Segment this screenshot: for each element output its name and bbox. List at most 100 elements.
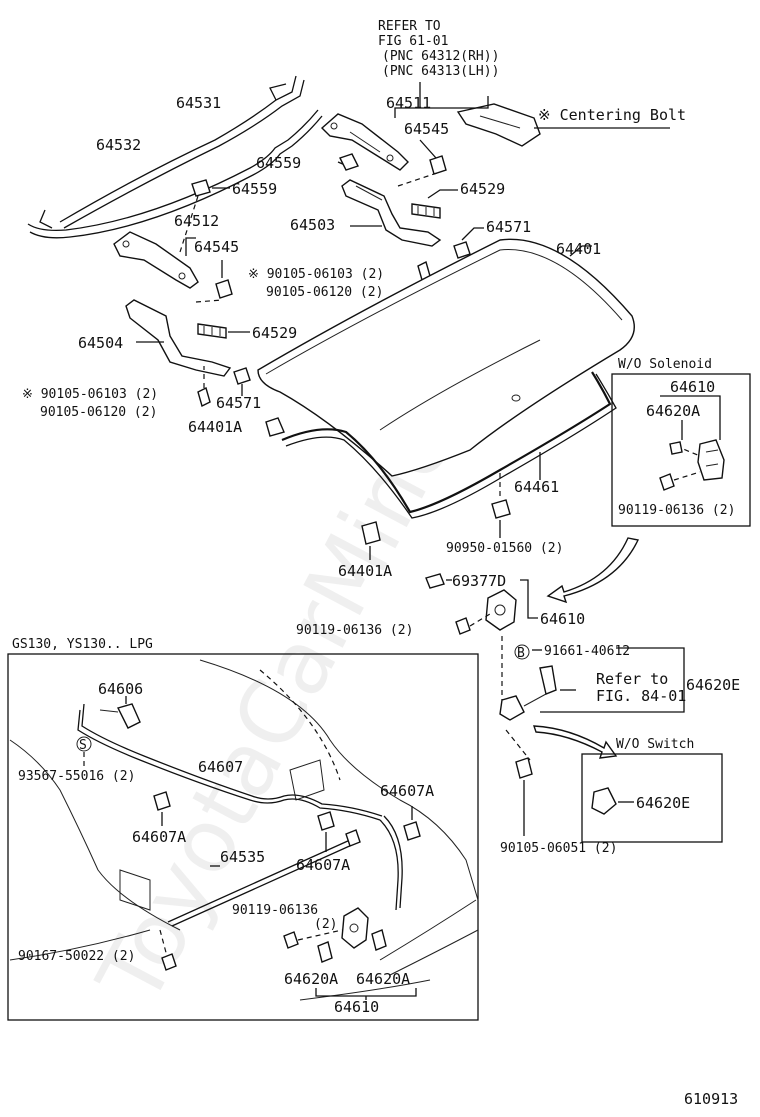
label-64559b: 64559: [232, 180, 277, 198]
nut-64545a: [429, 155, 447, 175]
label-64620e1: 64620E: [686, 676, 740, 694]
label-64620a2: 64620A: [284, 970, 338, 988]
refer-note-line1: REFER TO: [378, 19, 441, 34]
label-64401a1: 64401A: [188, 418, 242, 436]
label-90119-06136a: 90119-06136 (2): [618, 503, 735, 518]
lock-solenoid-64610a: [669, 439, 725, 481]
clamp-64607a2: [403, 821, 421, 841]
bracket-64610c: [315, 988, 417, 997]
bolt-64559a: [339, 153, 359, 171]
dash-64545a: [397, 171, 441, 187]
lock-switch-64620e: [499, 665, 557, 721]
label-64504: 64504: [78, 334, 123, 352]
clamp-64607a3: [317, 811, 335, 831]
cushion-64401a2: [361, 521, 381, 545]
label-90105-06120b: 90105-06120 (2): [40, 405, 157, 420]
label-90105-06120a: 90105-06120 (2): [266, 285, 383, 300]
torsion-bar-64531: [59, 75, 305, 229]
dash-90105-06051: [505, 729, 531, 761]
cushion-64401a1: [265, 417, 285, 437]
refer-fig-line2: FIG. 84-01: [596, 687, 686, 705]
refer-note: REFER TO FIG 61-01 (PNC 64312(RH)) (PNC …: [378, 19, 499, 79]
label-64511: 64511: [386, 94, 431, 112]
label-64610a: 64610: [670, 378, 715, 396]
clip-64529b: [197, 323, 227, 339]
label-64461: 64461: [514, 478, 559, 496]
bolt-90119a: [659, 473, 675, 491]
label-90167-50022: 90167-50022 (2): [18, 949, 135, 964]
bolt-90119c: [283, 931, 299, 949]
bolt-90105b: [197, 386, 211, 408]
label-64559a: 64559: [256, 154, 301, 172]
clamp-64607a1: [153, 791, 171, 811]
wo-switch-label: W/O Switch: [616, 737, 694, 752]
label-90950-01560: 90950-01560 (2): [446, 541, 563, 556]
label-90105-06051: 90105-06051 (2): [500, 841, 617, 856]
grommet-90950: [491, 499, 511, 519]
lock-64610c: [341, 907, 369, 949]
label-64620a3: 64620A: [356, 970, 410, 988]
leader-64512: [185, 237, 196, 256]
refer-note-line2: FIG 61-01: [378, 34, 448, 49]
label-69377d: 69377D: [452, 572, 506, 590]
label-64571a: 64571: [486, 218, 531, 236]
bracket-64620e: [540, 647, 685, 713]
lpg-box: [7, 653, 479, 1021]
cushion-64571a: [453, 241, 471, 259]
bolt-90167: [161, 953, 177, 971]
wo-solenoid-label: W/O Solenoid: [618, 357, 712, 372]
hinge-arm-64503: [341, 179, 442, 247]
bolt-90105-06051: [515, 757, 533, 779]
label-64401a2: 64401A: [338, 562, 392, 580]
weatherstrip-64461: [281, 371, 617, 519]
bolt-64559b: [191, 179, 211, 197]
torsion-bar-64532: [27, 109, 323, 239]
switch-64620e-alt: [591, 787, 617, 815]
nut-64545b: [215, 279, 233, 299]
refer-fig-line1: Refer to: [596, 670, 668, 688]
clip-69377d: [425, 573, 445, 589]
label-90119-06136b: 90119-06136 (2): [296, 623, 413, 638]
mark-s: S: [79, 738, 87, 753]
cushion-64571b: [233, 367, 251, 385]
label-64607: 64607: [198, 758, 243, 776]
label-64532: 64532: [96, 136, 141, 154]
leader-64401: [569, 245, 592, 257]
dash-90119b: [469, 613, 491, 627]
label-64545b: 64545: [194, 238, 239, 256]
mark-b-circle: [514, 644, 530, 660]
leader-64571a: [461, 227, 484, 241]
label-64401: 64401: [556, 240, 601, 258]
lpg-title: GS130, YS130.. LPG: [12, 637, 153, 652]
lock-64610b: [485, 589, 517, 631]
arrow-solenoid: [546, 537, 640, 604]
hinge-arm-64504: [125, 299, 232, 377]
mark-s-circle: [76, 736, 92, 752]
luggage-door-64401: [257, 238, 635, 477]
label-64607a3: 64607A: [296, 856, 350, 874]
mark-b: B: [517, 646, 525, 661]
figure-number: 610913: [684, 1090, 738, 1108]
refer-note-line3: (PNC 64312(RH)): [382, 49, 499, 64]
hinge-64512: [113, 231, 199, 289]
label-64620a1: 64620A: [646, 402, 700, 420]
bolt-90119b: [455, 617, 471, 635]
label-90119-06136c-2: (2): [314, 917, 337, 932]
wo-switch-box: [581, 753, 723, 843]
label-90119-06136c-1: 90119-06136: [232, 903, 318, 918]
dash-64545b: [195, 299, 223, 303]
hinge-support-refer: [456, 103, 541, 147]
label-64535: 64535: [220, 848, 265, 866]
leader-64610b: [520, 579, 538, 619]
lock-parts-64620a: [317, 929, 387, 963]
label-91661-40612: 91661-40612: [544, 644, 630, 659]
cable-64535: [167, 829, 361, 927]
clip-64529a: [411, 203, 441, 219]
leader-64529a: [427, 189, 458, 199]
centering-bolt-label: ※ Centering Bolt: [538, 106, 686, 124]
label-64529a: 64529: [460, 180, 505, 198]
dash-64559b: [179, 195, 199, 253]
label-64620e2: 64620E: [636, 794, 690, 812]
